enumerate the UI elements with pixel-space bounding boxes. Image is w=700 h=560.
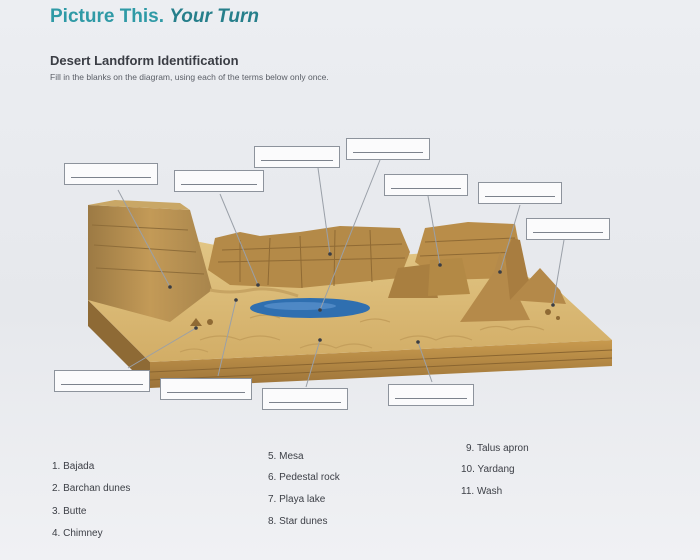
term-9: 9. Talus apron (466, 443, 529, 454)
activity-instructions: Fill in the blanks on the diagram, using… (50, 72, 329, 82)
block-left-face (88, 300, 150, 388)
answer-blank-8[interactable] (54, 370, 150, 392)
term-10: 10. Yardang (461, 464, 515, 475)
right-mound (510, 268, 566, 304)
answer-blank-4[interactable] (346, 138, 430, 160)
answer-blank-10[interactable] (262, 388, 348, 410)
term-2: 2. Barchan dunes (52, 483, 131, 494)
answer-blank-11[interactable] (388, 384, 474, 406)
answer-blank-5[interactable] (384, 174, 468, 196)
term-7: 7. Playa lake (268, 494, 326, 505)
butte-shape (388, 264, 438, 298)
pedestal-rock-shape (190, 318, 202, 326)
wash-channel (209, 287, 299, 298)
heading-part-2: Your Turn (169, 6, 260, 27)
answer-blank-9[interactable] (160, 378, 252, 400)
term-1: 1. Bajada (52, 461, 95, 472)
heading-part-1: Picture This. (50, 6, 165, 27)
mesa-cliff (88, 205, 212, 322)
answer-blank-1[interactable] (64, 163, 158, 185)
term-8: 8. Star dunes (268, 516, 328, 527)
term-5: 5. Mesa (268, 451, 304, 462)
term-4: 4. Chimney (52, 528, 103, 539)
page-heading: Picture This. Your Turn (50, 6, 259, 28)
term-11: 11. Wash (461, 486, 503, 497)
activity-title: Desert Landform Identification (50, 53, 239, 68)
answer-blank-7[interactable] (526, 218, 610, 240)
block-front-face (150, 340, 612, 388)
mesa-top (88, 200, 190, 210)
leader-lines (117, 159, 565, 388)
term-6: 6. Pedestal rock (268, 472, 340, 483)
talus-cone (460, 252, 530, 322)
answer-blank-6[interactable] (478, 182, 562, 204)
answer-blank-2[interactable] (174, 170, 264, 192)
term-3: 3. Butte (52, 506, 87, 517)
leader-dots (168, 252, 555, 344)
answer-blank-3[interactable] (254, 146, 340, 168)
dune-ripples (179, 314, 545, 353)
back-mesa-ridge (208, 226, 410, 288)
